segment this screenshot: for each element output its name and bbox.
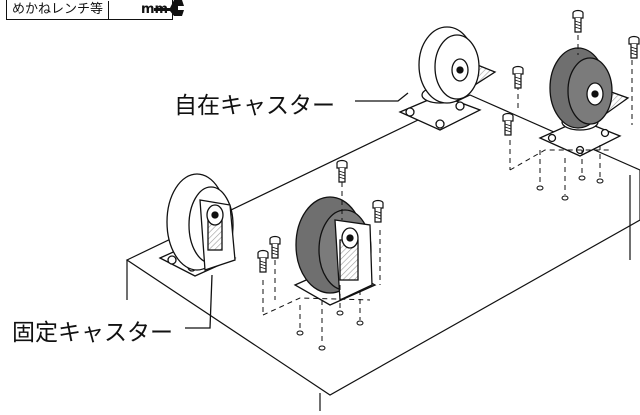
leader-lines — [185, 92, 409, 329]
tool-size: mm — [109, 1, 172, 19]
swivel-caster-gray — [538, 47, 630, 157]
furniture-body — [125, 94, 640, 411]
swivel-caster-white — [398, 26, 497, 131]
fixed-caster-label: 固定キャスター — [12, 320, 173, 346]
wrench-icon — [111, 2, 139, 18]
tool-label: めかねレンチ等 — [7, 0, 110, 19]
swivel-caster-label: 自在キャスター — [174, 93, 335, 119]
mounting-guides — [262, 35, 633, 345]
wrench-icon — [154, 0, 184, 16]
mounting-holes — [296, 175, 604, 351]
tool-badge: めかねレンチ等 mm — [6, 0, 174, 20]
fixed-caster-white — [158, 173, 237, 277]
tool-unit: mm — [141, 2, 169, 17]
fixed-caster-gray — [293, 196, 377, 306]
